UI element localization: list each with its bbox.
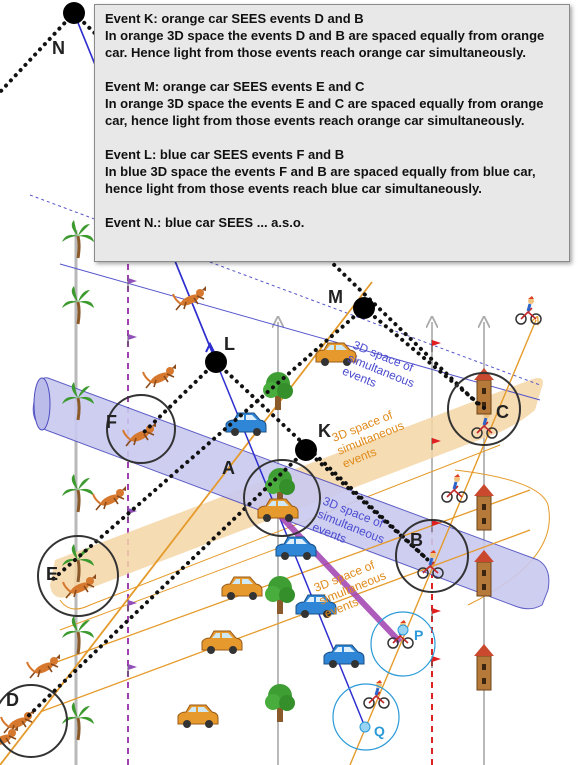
note-event-l: Event L: blue car SEES events F and B In… (105, 146, 561, 197)
event-label-f: F (106, 412, 117, 432)
event-circles (0, 372, 521, 758)
event-label-k: K (318, 421, 331, 441)
event-label-n: N (52, 38, 65, 58)
event-dot-p (397, 624, 409, 636)
event-label-p: P (414, 627, 423, 643)
note-event-l-heading: Event L: blue car SEES events F and B (105, 147, 345, 162)
cyclist-circles (332, 611, 436, 751)
cyclist-worldline (349, 320, 536, 765)
note-event-n: Event N.: blue car SEES ... a.s.o. (105, 214, 561, 231)
event-label-e: E (46, 564, 58, 584)
note-event-m-heading: Event M: orange car SEES events E and C (105, 79, 365, 94)
event-label-d: D (6, 690, 19, 710)
note-event-k-body: In orange 3D space the events D and B ar… (105, 28, 545, 60)
palm-tree-icon (60, 218, 96, 742)
note-event-k-heading: Event K: orange car SEES events D and B (105, 11, 364, 26)
note-event-m-body: In orange 3D space the events E and C ar… (105, 96, 544, 128)
magenta-line (267, 502, 403, 645)
note-event-n-heading: Event N.: blue car SEES ... a.s.o. (105, 215, 305, 230)
event-label-b: B (410, 530, 423, 550)
event-label-a: A (222, 458, 235, 478)
explanation-box: Event K: orange car SEES events D and B … (94, 4, 570, 262)
event-label-q: Q (374, 723, 385, 739)
note-event-k: Event K: orange car SEES events D and B … (105, 10, 561, 61)
orange-car-worldline (0, 281, 373, 765)
event-label-l: L (224, 334, 235, 354)
blue-space-label-upper: 3D space of simultaneous events (340, 338, 416, 390)
event-dots (63, 2, 375, 461)
event-label-c: C (496, 402, 509, 422)
note-event-l-body: In blue 3D space the events F and B are … (105, 164, 536, 196)
event-label-m: M (328, 287, 343, 307)
note-event-m: Event M: orange car SEES events E and C … (105, 78, 561, 129)
event-dot-q (359, 721, 371, 733)
